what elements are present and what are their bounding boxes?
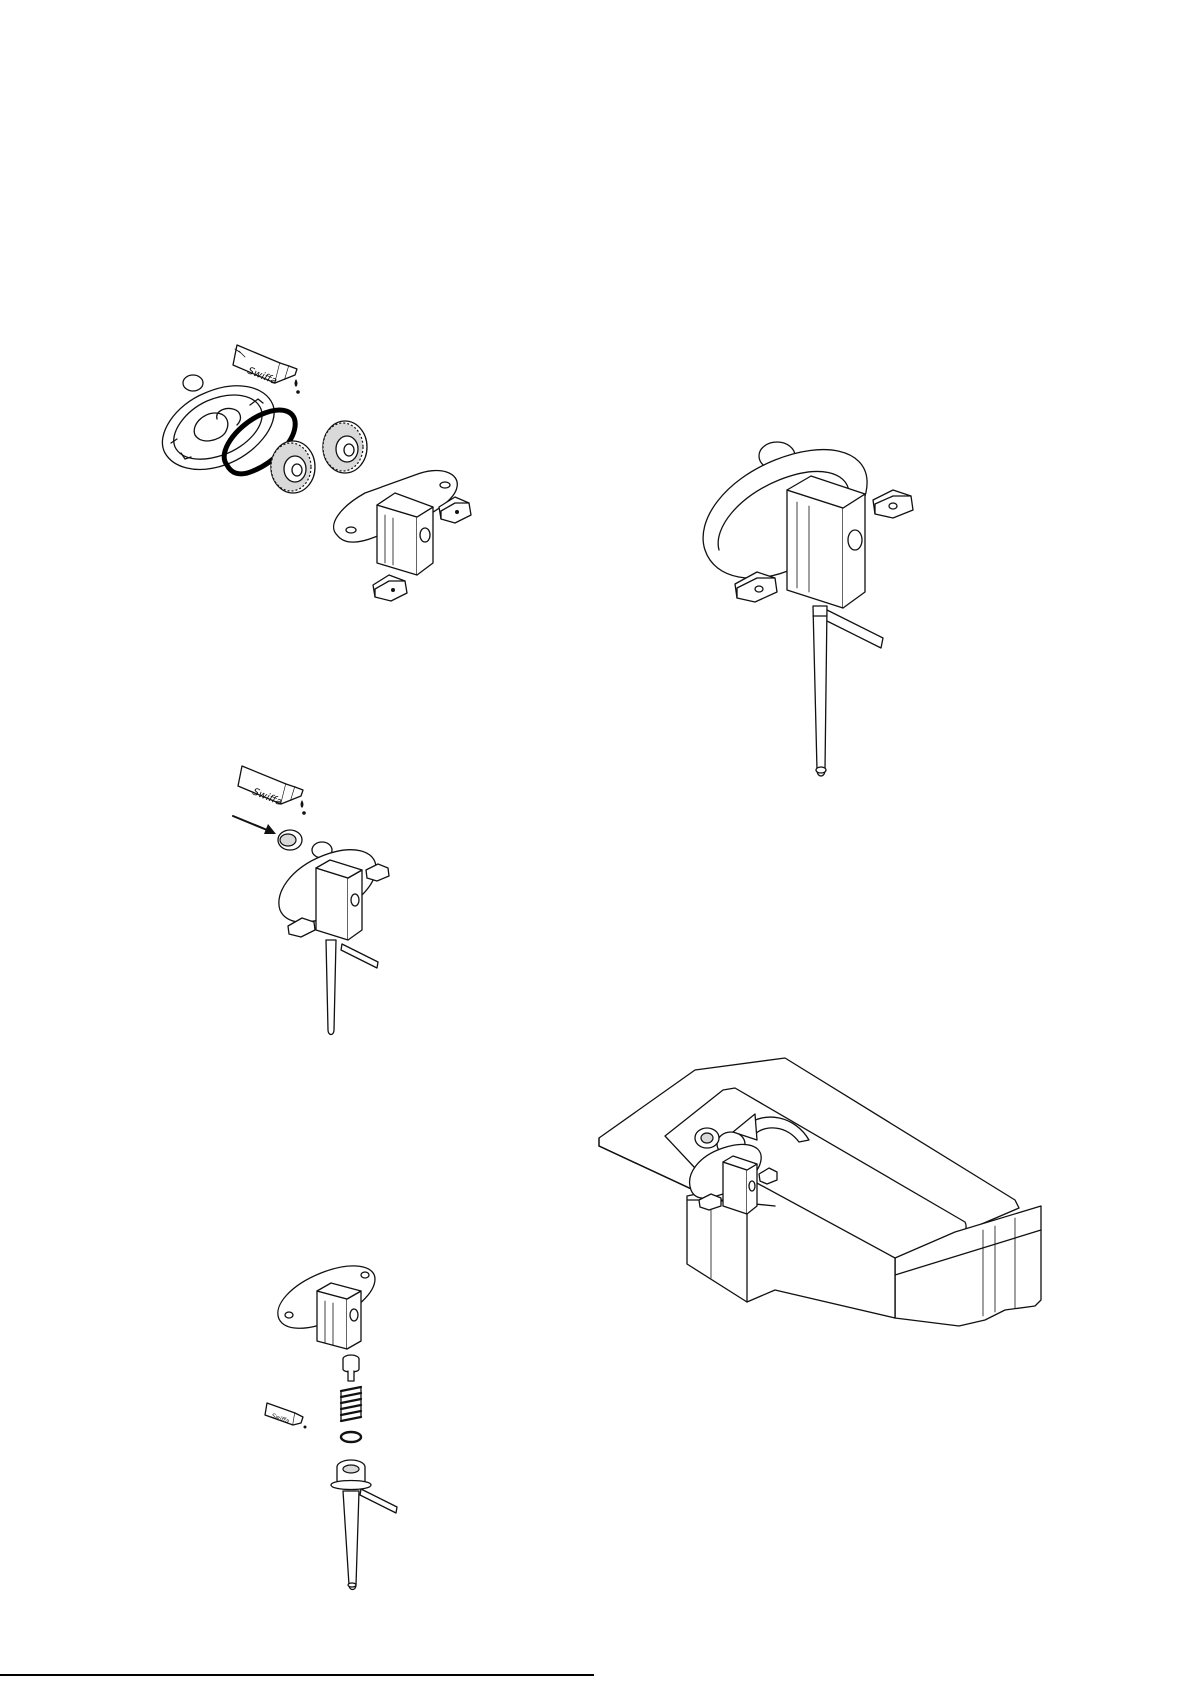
valve-exploded-illustration: Swiffa [265,1245,420,1595]
exploded-pump-illustration: Swiffa [155,335,515,635]
pump-housing [162,375,274,469]
bearing-insert-figure: Swiffa [230,760,410,1035]
small-pump [279,842,389,1035]
assembled-pump-figure [695,440,925,785]
grease-tube-small-icon: Swiffa [265,1403,307,1429]
gear-1 [271,441,315,493]
bearing-insert-illustration: Swiffa [230,760,410,1035]
pump-installation-illustration [595,1050,1050,1332]
valve-cover [278,1266,375,1349]
valve-exploded-figure: Swiffa [265,1245,420,1595]
wing-nut-right [873,490,913,518]
valve-o-ring [341,1432,361,1442]
gear-2 [323,421,367,473]
bearing-bush [278,830,302,850]
pump-cover [334,471,458,575]
valve-screw [343,1355,359,1381]
valve-spring [341,1387,361,1421]
footer-rule [0,1674,594,1676]
insert-direction-arrow-icon [233,816,276,834]
installation-figure [595,1050,1050,1332]
assembled-pump-illustration [695,440,925,785]
grease-tube-icon: Swiffa [238,766,306,815]
pickup-tube [331,1460,397,1590]
wing-nut-bottom [373,575,407,601]
exploded-pump-figure: Swiffa [155,335,515,635]
